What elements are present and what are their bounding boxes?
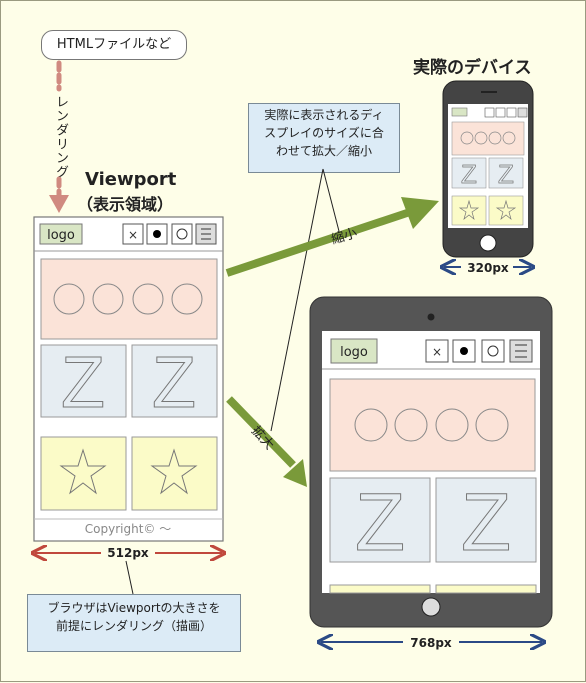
logo-box xyxy=(39,223,83,245)
shrink-label: 縮小 xyxy=(329,225,359,248)
tablet-width-label: 768px xyxy=(410,636,452,650)
svg-text:Z: Z xyxy=(461,477,511,568)
note-connector-enlarge xyxy=(270,168,324,432)
scale-note-line: 実際に表示されるディ xyxy=(264,108,384,122)
svg-text:Z: Z xyxy=(61,343,105,423)
html-file-box: HTMLファイルなど xyxy=(41,30,187,60)
svg-text:Z: Z xyxy=(152,343,196,423)
render-note-line: 前提にレンダリング（描画） xyxy=(55,619,212,633)
scale-note-line: スプレイのサイズに合 xyxy=(264,126,384,140)
rendering-label: レンダリング xyxy=(53,95,68,179)
scale-note-line: わせて拡大／縮小 xyxy=(275,144,372,158)
viewport-width-label: 512px xyxy=(107,546,149,560)
render-note: ブラウザはViewportの大きさを 前提にレンダリング（描画） xyxy=(27,594,241,652)
hero-panel xyxy=(40,258,218,340)
viewport-mockup: logo × Z Z Copyright© 〜 xyxy=(33,216,224,542)
note-connector-shrink xyxy=(322,168,342,240)
rendering-arrow xyxy=(49,60,69,213)
footer-text: Copyright© 〜 xyxy=(85,522,171,536)
phone-width-label: 320px xyxy=(467,261,509,275)
svg-text:×: × xyxy=(128,228,138,242)
render-note-line: ブラウザはViewportの大きさを xyxy=(47,601,221,615)
svg-text:Z: Z xyxy=(498,159,514,189)
viewport-title: Viewport xyxy=(85,169,177,190)
phone-mockup: Z Z xyxy=(442,80,534,258)
viewport-subtitle: （表示領域） xyxy=(77,195,174,214)
device-title: 実際のデバイス xyxy=(413,58,532,78)
logo-text: logo xyxy=(47,228,75,243)
svg-text:logo: logo xyxy=(340,345,368,360)
enlarge-arrow xyxy=(226,396,307,487)
shrink-arrow xyxy=(225,197,439,277)
svg-text:Z: Z xyxy=(461,159,477,189)
scale-note: 実際に表示されるディ スプレイのサイズに合 わせて拡大／縮小 xyxy=(248,103,400,173)
svg-text:×: × xyxy=(432,345,442,359)
svg-text:Z: Z xyxy=(355,477,405,568)
tablet-mockup: logo × Z Z xyxy=(309,296,553,628)
note-connector-bottom xyxy=(125,560,134,595)
